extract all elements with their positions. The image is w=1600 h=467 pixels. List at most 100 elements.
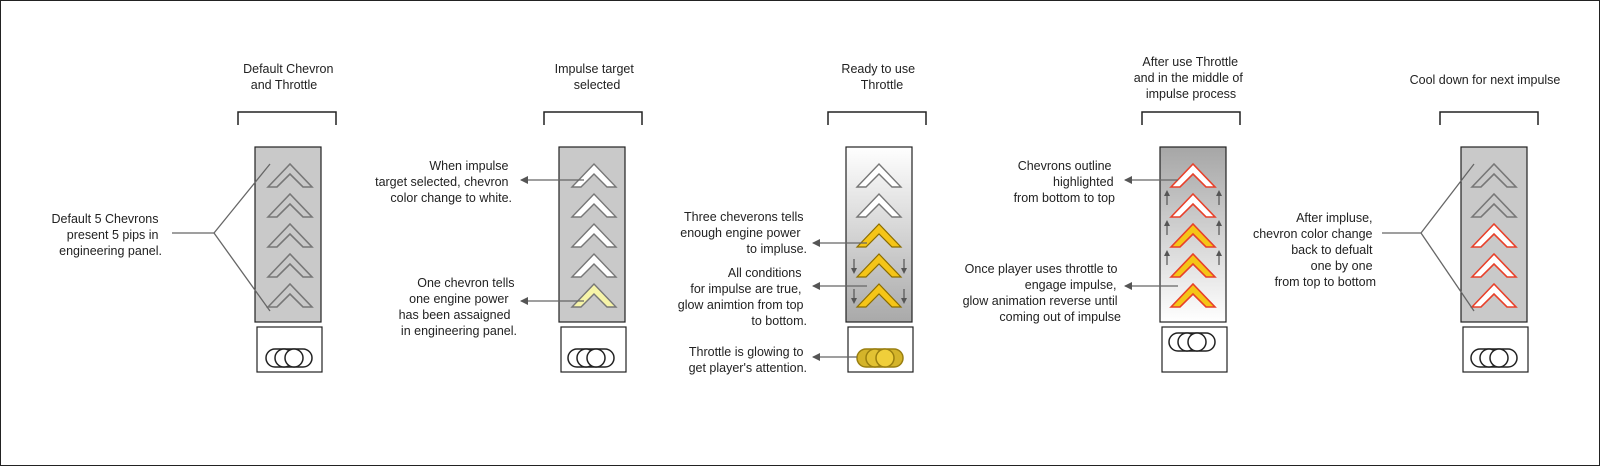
annotation-line: glow animtion from top — [678, 298, 804, 312]
annotation-one-chevron: One chevron tells one engine power has b… — [399, 276, 518, 338]
annotation-line: get player's attention. — [689, 361, 807, 375]
stage-title-line: impulse process — [1146, 87, 1236, 101]
annotation-line: one engine power — [409, 292, 508, 306]
annotation-line: Throttle is glowing to — [689, 345, 804, 359]
chevron-red-outline-icon — [1169, 192, 1217, 218]
annotation-line: Default 5 Chevrons — [52, 212, 159, 226]
annotation-line: in engineering panel. — [401, 324, 517, 338]
stage-title: Cool down for next impulse — [1410, 73, 1561, 87]
chevron-stack — [855, 162, 903, 308]
stage-title: After use Throttle and in the middle of … — [1134, 55, 1247, 101]
chevron-stack — [1470, 162, 1518, 308]
throttle-icon — [1470, 348, 1518, 368]
chevron-icon — [266, 282, 314, 308]
annotation-line: After impluse, — [1296, 211, 1372, 225]
chevron-yellow-icon — [855, 253, 903, 278]
chevron-icon — [266, 192, 314, 218]
chevron-yellow-icon — [855, 283, 903, 308]
stage-title-line: Ready to use — [841, 62, 915, 76]
annotation-reverse-glow: Once player uses throttle to engage impu… — [963, 262, 1121, 324]
annotation-line: from bottom to top — [1014, 191, 1115, 205]
annotation-line: engineering panel. — [59, 244, 162, 258]
chevron-white-icon — [570, 162, 618, 188]
stage-ready-throttle: Ready to use Throttle — [678, 62, 927, 375]
chevron-red-outline-icon — [1169, 162, 1217, 188]
chevron-white-icon — [855, 162, 903, 188]
annotation-cool-down: After impluse, chevron color change back… — [1253, 211, 1376, 289]
chevron-icon — [266, 162, 314, 188]
annotation-line: Chevrons outline — [1018, 159, 1112, 173]
annotation-line: target selected, chevron — [375, 175, 508, 189]
annotation-throttle-glow: Throttle is glowing to get player's atte… — [689, 345, 807, 375]
annotation-line: color change to white. — [390, 191, 512, 205]
chevron-yellow-red-icon — [1169, 222, 1217, 248]
chevron-red-outline-icon — [1470, 282, 1518, 308]
annotation-line: glow animation reverse until — [963, 294, 1118, 308]
annotation-line: Three cheverons tells — [684, 210, 804, 224]
annotation-outline-highlight: Chevrons outline highlighted from bottom… — [1014, 159, 1117, 205]
chevron-icon — [1470, 162, 1518, 188]
annotation-glow-conditions: All conditions for impulse are true, glo… — [678, 266, 807, 328]
stage-title-line: After use Throttle — [1142, 55, 1238, 69]
annotation-line: coming out of impulse — [999, 310, 1121, 324]
stage-bracket — [827, 111, 927, 125]
annotation-line: One chevron tells — [417, 276, 514, 290]
stage-bracket — [237, 111, 337, 125]
annotation-line: back to defualt — [1291, 243, 1373, 257]
stage-title: Impulse target selected — [555, 62, 638, 92]
chevron-red-outline-icon — [1470, 252, 1518, 278]
chevron-icon — [266, 252, 314, 278]
chevron-white-icon — [570, 252, 618, 278]
throttle-panel — [1462, 326, 1529, 373]
highlight-direction-arrows — [1164, 190, 1222, 265]
stage-title-line: Cool down for next impulse — [1410, 73, 1561, 87]
annotation-line: from top to bottom — [1275, 275, 1376, 289]
stage-title-line: selected — [574, 78, 621, 92]
stage-title: Ready to use Throttle — [841, 62, 918, 92]
stage-impulse-process: After use Throttle and in the middle of … — [963, 55, 1247, 373]
annotation-line: All conditions — [728, 266, 802, 280]
stage-title: Default Chevron and Throttle — [243, 62, 337, 92]
chevron-stack — [570, 162, 618, 308]
annotation-line: has been assaigned — [399, 308, 511, 322]
annotation-line: chevron color change — [1253, 227, 1373, 241]
annotation-white-chevron: When impulse target selected, chevron co… — [375, 159, 512, 205]
stage-title-line: and in the middle of — [1134, 71, 1244, 85]
annotation-line: Once player uses throttle to — [965, 262, 1118, 276]
throttle-panel — [560, 326, 627, 373]
annotation-line: engage impulse, — [1025, 278, 1117, 292]
chevron-white-icon — [855, 192, 903, 218]
glow-direction-arrows — [851, 259, 907, 304]
stage-title-line: and Throttle — [251, 78, 318, 92]
chevron-white-icon — [570, 222, 618, 248]
annotation-line: When impulse — [429, 159, 508, 173]
throttle-panel — [1161, 326, 1228, 373]
throttle-panel — [256, 326, 323, 373]
throttle-glow-icon — [856, 348, 904, 368]
chevron-red-outline-icon — [1470, 222, 1518, 248]
annotation-line: one by one — [1311, 259, 1373, 273]
stage-bracket — [1439, 111, 1539, 125]
annotation-line: to impluse. — [747, 242, 807, 256]
stage-title-line: Default Chevron — [243, 62, 333, 76]
throttle-icon — [1168, 332, 1216, 352]
annotation-three-chevrons: Three cheverons tells enough engine powe… — [680, 210, 807, 256]
chevron-icon — [266, 222, 314, 248]
stage-default: Default Chevron and Throttle Defau — [52, 62, 337, 373]
throttle-icon — [265, 348, 313, 368]
annotation-line: highlighted — [1053, 175, 1114, 189]
chevron-icon — [1470, 192, 1518, 218]
annotation-line: for impulse are true, — [690, 282, 801, 296]
annotation-line: to bottom. — [751, 314, 807, 328]
chevron-yellow-red-icon — [1169, 282, 1217, 308]
stage-cool-down: Cool down for next impulse After impluse — [1253, 73, 1561, 373]
annotation-line: present 5 pips in — [67, 228, 159, 242]
annotation-default-chevrons: Default 5 Chevrons present 5 pips in eng… — [52, 212, 163, 258]
throttle-panel — [847, 326, 914, 373]
annotation-line: enough engine power — [680, 226, 800, 240]
leader-lines — [1382, 163, 1475, 312]
chevron-white-icon — [570, 192, 618, 218]
stage-title-line: Impulse target — [555, 62, 635, 76]
stage-bracket — [1141, 111, 1241, 125]
